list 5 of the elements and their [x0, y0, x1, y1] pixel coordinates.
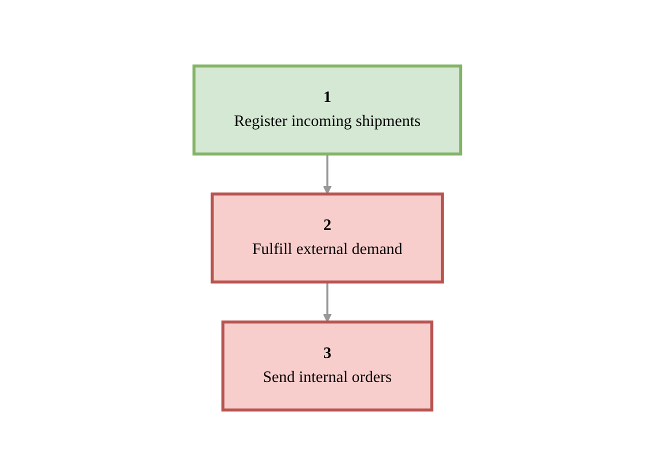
node-box: 1 Register incoming shipments — [192, 64, 462, 155]
node-box: 2 Fulfill external demand — [210, 192, 444, 283]
node-box: 3 Send internal orders — [221, 320, 433, 411]
arrow — [322, 282, 332, 322]
arrow — [322, 154, 332, 194]
